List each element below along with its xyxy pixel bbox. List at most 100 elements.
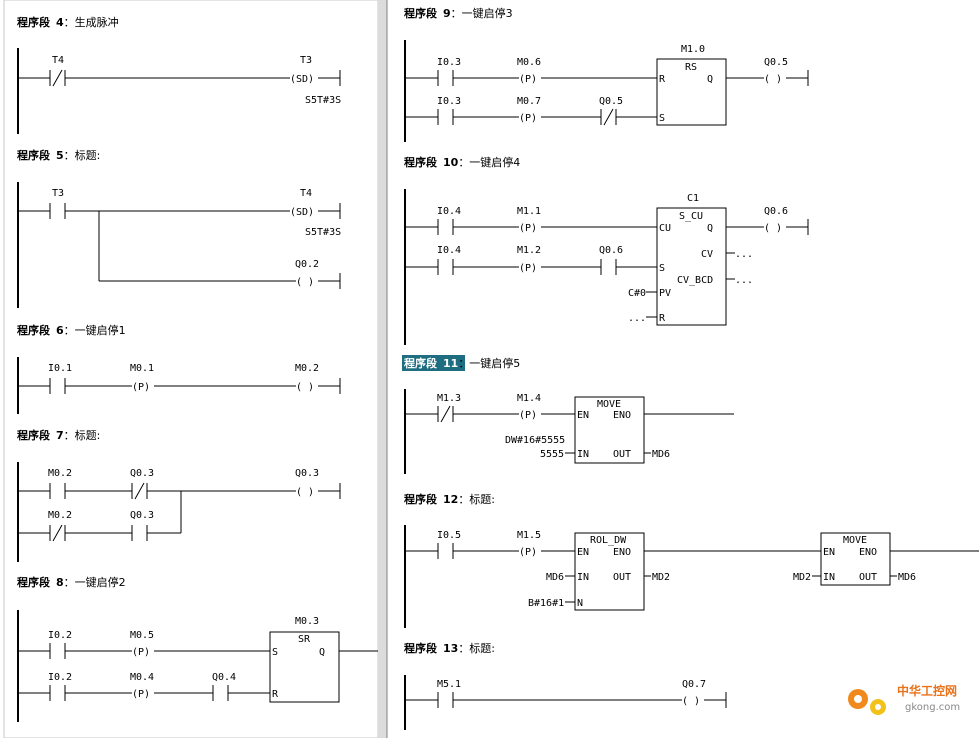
watermark-url: gkong.com [905, 702, 960, 713]
n10-e2-label: M1.2 [517, 245, 541, 256]
n10-pin-cvbcd: CV_BCD [677, 275, 713, 286]
n9-pin-r: R [659, 74, 666, 85]
n10-pin-s: S [659, 263, 665, 274]
n9-e1-type: (P) [519, 74, 537, 85]
n12-b1-pin-out: OUT [613, 572, 631, 583]
n11-pin-eno: ENO [613, 410, 631, 421]
n10-coil-label: Q0.6 [764, 206, 788, 217]
n10-coil-type: ( ) [764, 223, 782, 234]
n12-e1-label: M1.5 [517, 530, 541, 541]
n12-block2-name: MOVE [843, 535, 867, 546]
n12-b1-pin-n: N [577, 598, 583, 609]
watermark-text: 中华工控网 [897, 683, 957, 698]
n10-c3-label: Q0.6 [599, 245, 623, 256]
n9-pin-s: S [659, 113, 665, 124]
n10-cvbcd-val: ... [735, 275, 753, 286]
n8-e1-label: M0.5 [130, 630, 154, 641]
n12-e1-type: (P) [519, 547, 537, 558]
n10-pin-pv: PV [659, 288, 671, 299]
n6-edge-type: (P) [132, 382, 150, 393]
n11-out-val: MD6 [652, 449, 670, 460]
n5-coil-label: T4 [300, 188, 312, 199]
n8-pin-s: S [272, 647, 278, 658]
n8-block-name: SR [298, 634, 311, 645]
n8-e2-label: M0.4 [130, 672, 154, 683]
n9-c2-label: I0.3 [437, 96, 461, 107]
n7-c3-label: M0.2 [48, 510, 72, 521]
n12-b2-pin-eno: ENO [859, 547, 877, 558]
n10-block-addr: C1 [687, 193, 699, 204]
n10-e1-label: M1.1 [517, 206, 541, 217]
n11-e1-type: (P) [519, 410, 537, 421]
n11-pin-en: EN [577, 410, 589, 421]
n11-pin-in: IN [577, 449, 589, 460]
n10-e2-type: (P) [519, 263, 537, 274]
n11-in-val1: DW#16#5555 [505, 435, 565, 446]
n9-c1-label: I0.3 [437, 57, 461, 68]
n10-e1-type: (P) [519, 223, 537, 234]
n10-cv-val: ... [735, 249, 753, 260]
network-11-selection [402, 355, 465, 371]
n5-coil2-label: Q0.2 [295, 259, 319, 270]
n10-c1-label: I0.4 [437, 206, 461, 217]
n5-contact-label: T3 [52, 188, 64, 199]
n10-counter-block [656, 207, 727, 326]
n12-out1: MD2 [652, 572, 670, 583]
n9-pin-q: Q [707, 74, 713, 85]
n4-time: S5T#3S [305, 95, 341, 106]
n10-pin-cv: CV [701, 249, 713, 260]
n4-coil-label: T3 [300, 55, 312, 66]
n4-contact-label: T4 [52, 55, 64, 66]
n12-block1-name: ROL_DW [590, 535, 627, 546]
n12-rol-block [574, 532, 645, 611]
n13-coil-label: Q0.7 [682, 679, 706, 690]
n7-coil-type: ( ) [296, 487, 314, 498]
n12-b1-pin-eno: ENO [613, 547, 631, 558]
n8-e1-type: (P) [132, 647, 150, 658]
n7-c1-label: M0.2 [48, 468, 72, 479]
n6-edge-label: M0.1 [130, 363, 154, 374]
n12-in2: MD2 [793, 572, 811, 583]
n10-c2-label: I0.4 [437, 245, 461, 256]
n13-c1-label: M5.1 [437, 679, 461, 690]
n10-r-val: ... [628, 313, 646, 324]
n10-pin-cu: CU [659, 223, 671, 234]
panel-divider [378, 0, 387, 738]
n7-c2-label: Q0.3 [130, 468, 154, 479]
n10-pin-q: Q [707, 223, 713, 234]
n9-c3-label: Q0.5 [599, 96, 623, 107]
n9-e2-label: M0.7 [517, 96, 541, 107]
n12-n-val: B#16#1 [528, 598, 564, 609]
n9-block-addr: M1.0 [681, 44, 705, 55]
n7-c4-label: Q0.3 [130, 510, 154, 521]
n8-c1-label: I0.2 [48, 630, 72, 641]
n10-block-name: S_CU [679, 211, 703, 222]
n12-b2-pin-en: EN [823, 547, 835, 558]
watermark-logo: 中华工控网 gkong.com [848, 683, 960, 715]
n9-coil-type: ( ) [764, 74, 782, 85]
n9-rs-block [656, 58, 727, 126]
n8-c2-label: I0.2 [48, 672, 72, 683]
n10-pv-val: C#0 [628, 288, 646, 299]
n11-block-name: MOVE [597, 399, 621, 410]
n5-coil2-type: ( ) [296, 277, 314, 288]
n8-pin-r: R [272, 689, 279, 700]
n7-coil-label: Q0.3 [295, 468, 319, 479]
n12-b2-pin-out: OUT [859, 572, 877, 583]
n12-b1-pin-in: IN [577, 572, 589, 583]
n9-e2-type: (P) [519, 113, 537, 124]
n8-c3-label: Q0.4 [212, 672, 236, 683]
n8-pin-q: Q [319, 647, 325, 658]
n13-coil-type: ( ) [682, 696, 700, 707]
n6-contact-label: I0.1 [48, 363, 72, 374]
n8-e2-type: (P) [132, 689, 150, 700]
